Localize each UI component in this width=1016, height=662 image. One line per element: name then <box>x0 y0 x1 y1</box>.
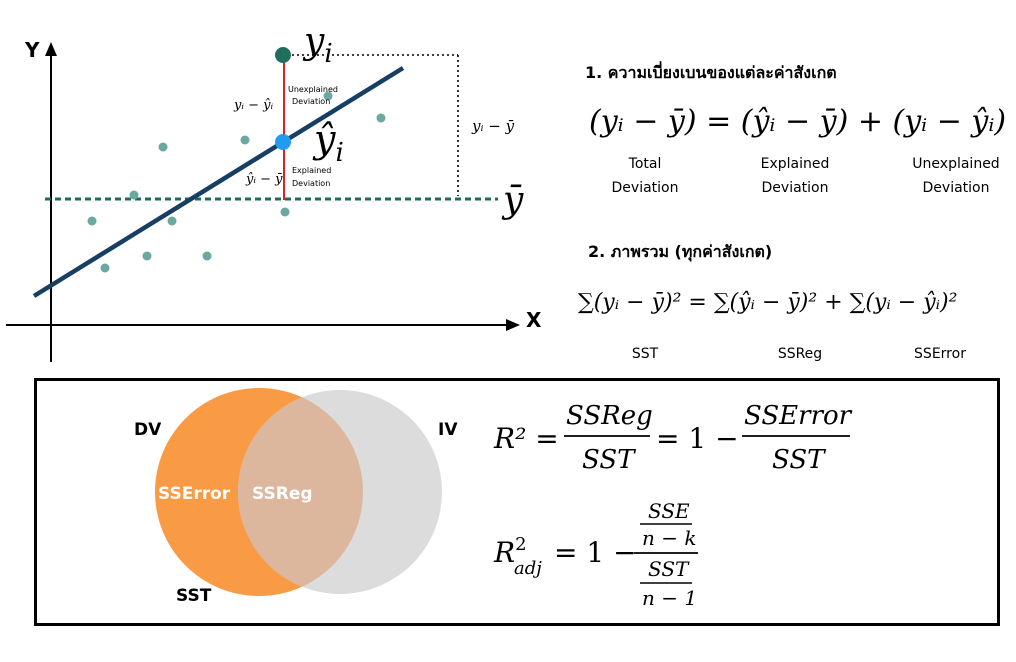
radj-lhs-sub: adj <box>514 558 542 579</box>
ybar-label: ȳ <box>501 180 524 221</box>
radj-top-den: n − k <box>642 526 696 550</box>
r2-lhs: R² = <box>493 422 559 455</box>
caption-sst: SST <box>631 346 659 362</box>
data-point <box>240 135 250 145</box>
explained-label-1: Explained <box>292 166 331 175</box>
venn-diagram <box>155 388 442 596</box>
y-axis-arrow <box>45 42 57 56</box>
unexplained-label-1: Unexplained <box>288 85 338 94</box>
yi-label: yi <box>302 21 333 69</box>
regression-graph: Y X yi ŷi ȳ yᵢ − ŷᵢ ŷᵢ − ȳ yᵢ − ȳ Unexpl… <box>6 21 542 362</box>
data-point <box>280 207 290 217</box>
caption-unexplained: Unexplained Deviation <box>900 152 1012 200</box>
data-point <box>167 216 177 226</box>
radj-mid: = 1 − <box>554 536 637 569</box>
section1-heading: 1. ความเบี่ยงเบนของแต่ละค่าสังเกต <box>585 63 837 82</box>
caption-total-line2: Deviation <box>611 180 679 196</box>
caption-ssreg: SSReg <box>777 346 823 362</box>
regression-line <box>32 66 405 298</box>
venn-ssreg-label: SSReg <box>252 484 313 504</box>
radj-bot-den: n − 1 <box>642 586 697 610</box>
data-point <box>142 251 152 261</box>
explained-label-2: Deviation <box>292 179 330 188</box>
x-axis-label: X <box>526 308 542 332</box>
data-point <box>87 216 97 226</box>
caption-explained-line2: Deviation <box>761 180 829 196</box>
caption-total: Total Deviation <box>600 152 690 200</box>
yhat-point <box>275 134 291 150</box>
r-squared-formulas: R² = SSReg SST = 1 − SSError SST R2 adj … <box>493 401 853 610</box>
data-point <box>100 263 110 273</box>
y-axis-label: Y <box>24 38 40 62</box>
venn-iv-label: IV <box>438 420 458 440</box>
caption-sserror: SSError <box>914 346 966 362</box>
total-expr: yᵢ − ȳ <box>471 117 515 135</box>
r2-num2: SSError <box>744 401 853 431</box>
unexplained-expr: yᵢ − ŷᵢ <box>233 98 273 113</box>
radj-top-num: SSE <box>648 499 690 523</box>
radj-bot-num: SST <box>648 557 690 581</box>
unexplained-label-2: Deviation <box>292 97 330 106</box>
venn-sst-label: SST <box>176 586 212 606</box>
caption-explained: Explained Deviation <box>745 152 845 200</box>
section2-equation: ∑(yᵢ − ȳ)² = ∑(ŷᵢ − ȳ)² + ∑(yᵢ − ŷᵢ)² <box>578 290 958 315</box>
yi-point <box>275 47 291 63</box>
summary-box <box>34 378 1000 626</box>
data-point <box>376 113 386 123</box>
r2-den2: SST <box>772 445 826 475</box>
r2-mid: = 1 − <box>656 422 739 455</box>
data-point <box>158 142 168 152</box>
section2-heading: 2. ภาพรวม (ทุกค่าสังเกต) <box>588 242 773 261</box>
radj-lhs: R2 <box>493 534 527 569</box>
yhat-label: ŷi <box>312 117 344 168</box>
venn-dv-label: DV <box>134 420 162 440</box>
x-axis-arrow <box>506 319 520 331</box>
caption-unexplained-line1: Unexplained <box>912 156 1000 172</box>
caption-total-line1: Total <box>628 156 662 172</box>
r2-num1: SSReg <box>566 401 653 431</box>
overlap-region <box>238 390 363 594</box>
section1-equation: (yᵢ − ȳ) = (ŷᵢ − ȳ) + (yᵢ − ŷᵢ) <box>589 104 1007 139</box>
r2-den1: SST <box>582 445 636 475</box>
explained-expr: ŷᵢ − ȳ <box>245 172 283 187</box>
venn-sserror-label: SSError <box>158 484 231 504</box>
caption-unexplained-line2: Deviation <box>922 180 990 196</box>
scatter-points <box>87 91 386 273</box>
caption-explained-line1: Explained <box>760 156 830 172</box>
data-point <box>129 190 139 200</box>
data-point <box>323 91 333 101</box>
data-point <box>202 251 212 261</box>
